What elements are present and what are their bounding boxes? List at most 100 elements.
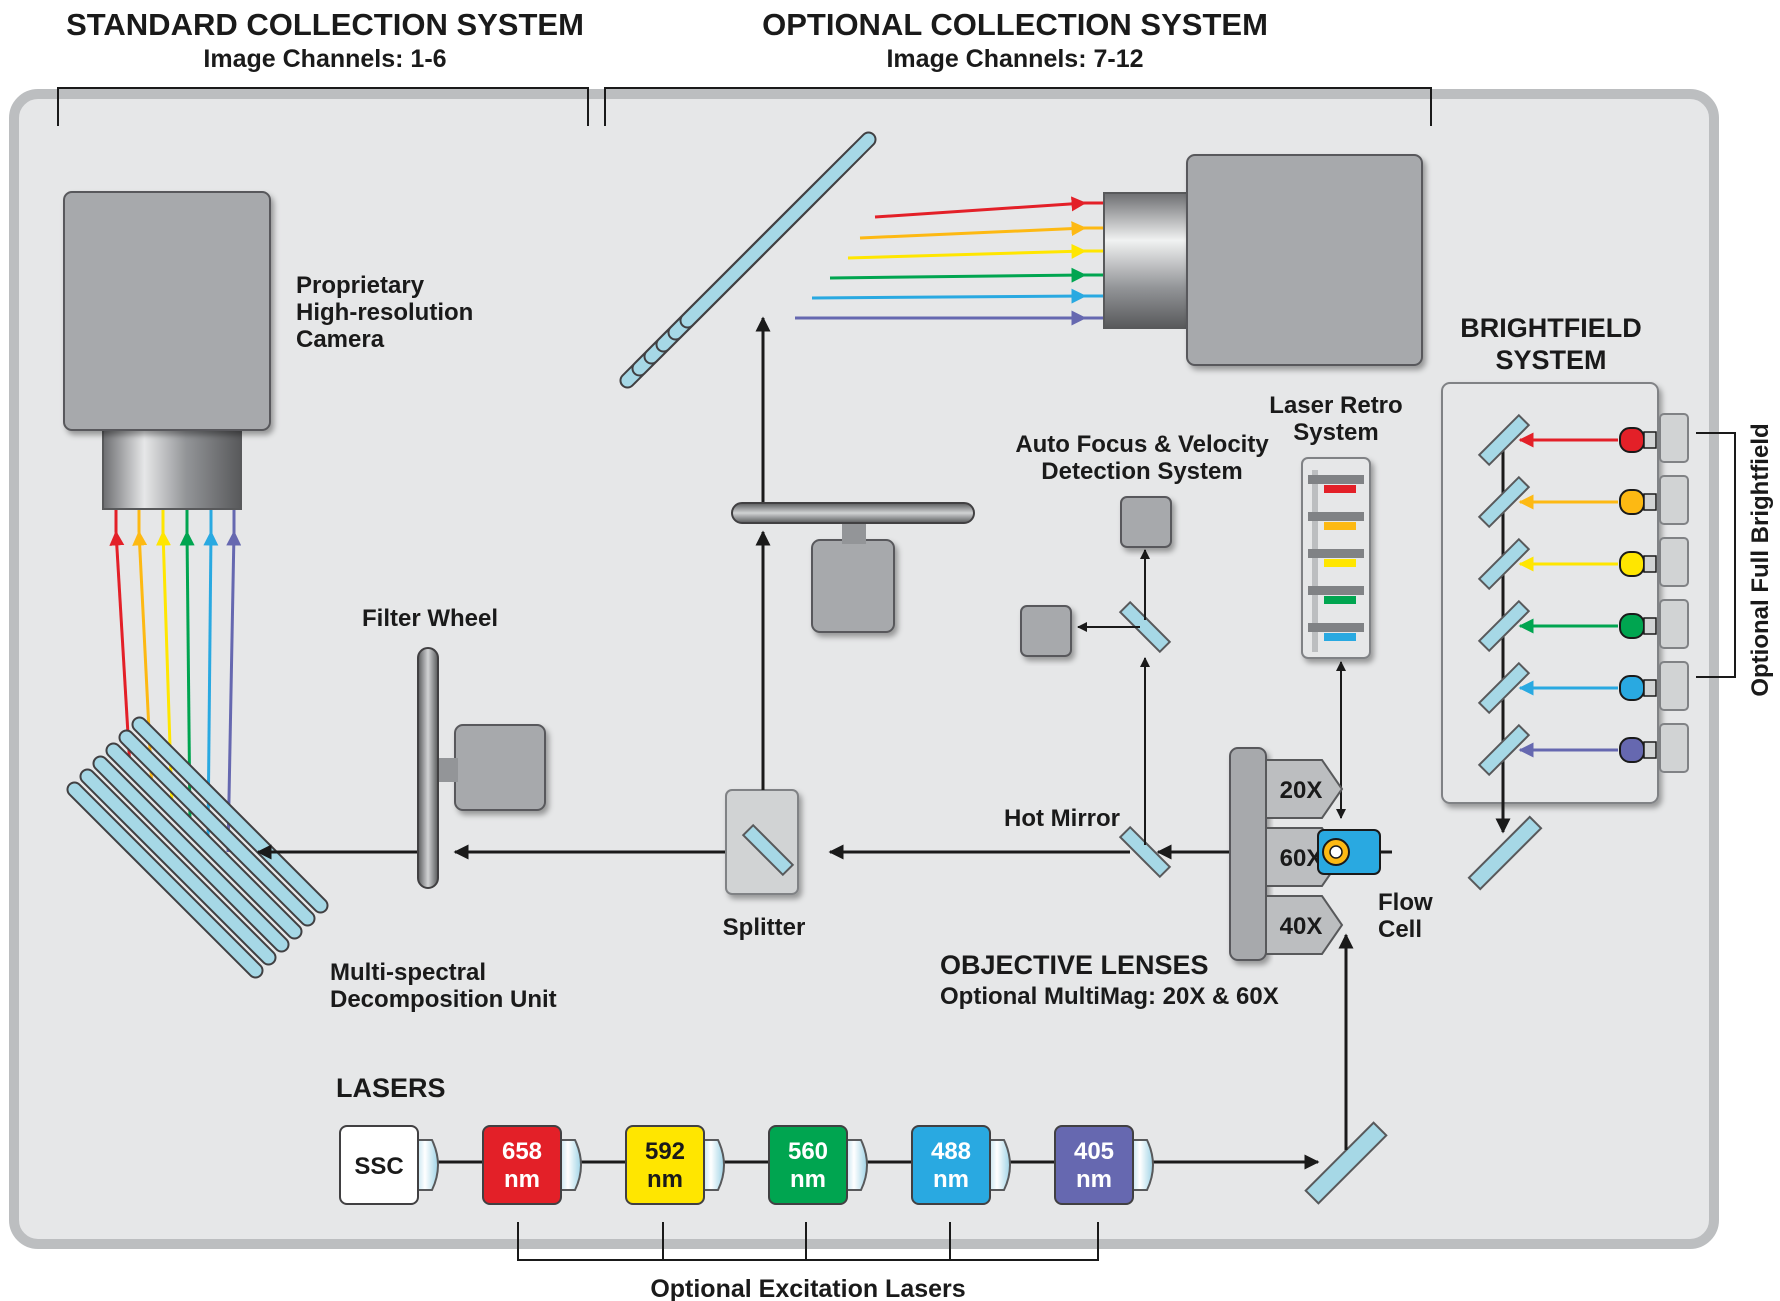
msdu-label-2: Decomposition Unit: [330, 986, 557, 1013]
camera-label-3: Camera: [296, 326, 385, 353]
brightfield-dichroic: [1477, 475, 1531, 529]
laser-module: [911, 1125, 991, 1205]
laser-retro-plate: [1308, 475, 1364, 484]
standard-bracket: [57, 87, 589, 126]
autofocus-label-2: Detection System: [1041, 458, 1242, 485]
laser-module: [625, 1125, 705, 1205]
msdu-filter-plate: [131, 716, 329, 914]
laser-wavelength: 560: [788, 1138, 828, 1165]
optional-subtitle: Image Channels: 7-12: [886, 45, 1143, 73]
laser-retro-filter: [1324, 485, 1356, 493]
msdu-filter-plate: [92, 755, 290, 953]
hot-mirror-label: Hot Mirror: [1004, 805, 1120, 832]
brightfield-led: [1619, 489, 1645, 515]
laser-retro-filters: [1308, 470, 1364, 652]
laser-retro-plate: [1308, 586, 1364, 595]
optional-bracket: [604, 87, 1432, 126]
laser-retro-filter: [1324, 633, 1356, 641]
brightfield-led-socket: [1659, 661, 1689, 711]
laser-unit: nm: [504, 1166, 540, 1193]
optional-channel-ray: [874, 196, 1087, 219]
brightfield-led-socket: [1659, 599, 1689, 649]
laser-wavelength: 488: [931, 1138, 971, 1165]
laser-unit: nm: [933, 1166, 969, 1193]
brightfield-led: [1619, 737, 1645, 763]
hot-mirror: [1118, 825, 1172, 879]
objective-title: OBJECTIVE LENSES: [940, 950, 1209, 980]
laser-retro-plate: [1308, 549, 1364, 558]
laser-retro-filter: [1324, 596, 1356, 604]
laser-retro-label-2: System: [1293, 419, 1378, 446]
brightfield-led-socket: [1659, 475, 1689, 525]
brightfield-dichroic: [1477, 413, 1531, 467]
laser-module: [339, 1125, 419, 1205]
optional-lasers-bracket: [517, 1222, 1099, 1261]
brightfield-led-pins: [1643, 617, 1657, 635]
camera-channel-ray: [226, 530, 242, 853]
msdu-label-1: Multi-spectral: [330, 959, 486, 986]
instrument-panel: [9, 89, 1719, 1249]
laser-retro-plate: [1308, 623, 1364, 632]
brightfield-dichroic: [1477, 537, 1531, 591]
optional-filter-wheel-disc: [731, 502, 975, 524]
objective-lens-label: 60X: [1280, 845, 1323, 872]
optional-channel-ray: [811, 288, 1087, 304]
filter-wheel-label: Filter Wheel: [362, 605, 498, 632]
msdu-filter-stack: [66, 716, 329, 979]
flow-cell-label-2: Cell: [1378, 916, 1422, 943]
laser-unit: nm: [1076, 1166, 1112, 1193]
objective-lens-label: 40X: [1280, 913, 1323, 940]
brightfield-led-pins: [1643, 741, 1657, 759]
flow-cell-core-inner: [1329, 845, 1343, 859]
laser-retro-rail: [1312, 470, 1318, 652]
camera-channel-ray: [109, 530, 132, 769]
msdu-filter-plate: [79, 768, 277, 966]
brightfield-led-pins: [1643, 431, 1657, 449]
laser-retro-filter: [1324, 522, 1356, 530]
velocity-detector: [1020, 605, 1072, 657]
autofocus-detector: [1120, 496, 1172, 548]
laser-wavelength: 405: [1074, 1138, 1114, 1165]
filter-wheel-hub: [436, 758, 458, 782]
brightfield-label-1: BRIGHTFIELD: [1460, 313, 1642, 343]
filter-wheel-disc: [417, 647, 439, 889]
autofocus-label-1: Auto Focus & Velocity: [1015, 431, 1269, 458]
optional-title: OPTIONAL COLLECTION SYSTEM: [762, 7, 1268, 42]
optional-lasers-label: Optional Excitation Lasers: [650, 1275, 965, 1301]
objective-subtitle: Optional MultiMag: 20X & 60X: [940, 983, 1279, 1010]
optional-channel-ray: [859, 221, 1087, 240]
laser-module: [482, 1125, 562, 1205]
laser-retro-filter: [1324, 559, 1356, 567]
brightfield-led: [1619, 427, 1645, 453]
optional-channel-ray: [829, 267, 1087, 283]
laser-module: [768, 1125, 848, 1205]
optional-msdu-filter-plate: [679, 131, 877, 329]
optional-channel-ray: [847, 243, 1087, 260]
msdu-filter-plate: [66, 781, 264, 979]
brightfield-led-pins: [1643, 679, 1657, 697]
splitter-label: Splitter: [723, 914, 806, 941]
brightfield-label-2: SYSTEM: [1495, 345, 1606, 375]
flow-cell-label-1: Flow: [1378, 889, 1433, 916]
msdu-filter-plate: [105, 742, 303, 940]
brightfield-led-socket: [1659, 537, 1689, 587]
standard-subtitle: Image Channels: 1-6: [203, 45, 446, 73]
optional-full-brightfield-bracket: [1696, 432, 1736, 678]
brightfield-dichroic: [1477, 723, 1531, 777]
optional-full-brightfield-label: Optional Full Brightfield: [1747, 423, 1774, 696]
lasers-title: LASERS: [336, 1073, 446, 1103]
camera-channel-ray: [132, 530, 154, 791]
laser-module: [1054, 1125, 1134, 1205]
laser-retro-label-1: Laser Retro: [1269, 392, 1402, 419]
standard-title: STANDARD COLLECTION SYSTEM: [66, 7, 584, 42]
camera-label-2: High-resolution: [296, 299, 473, 326]
laser-wavelength: 592: [645, 1138, 685, 1165]
laser-unit: nm: [790, 1166, 826, 1193]
brightfield-led-pins: [1643, 555, 1657, 573]
objective-turret: [1229, 747, 1267, 961]
msdu-filter-plate: [118, 729, 316, 927]
brightfield-turn-mirror: [1467, 815, 1543, 891]
